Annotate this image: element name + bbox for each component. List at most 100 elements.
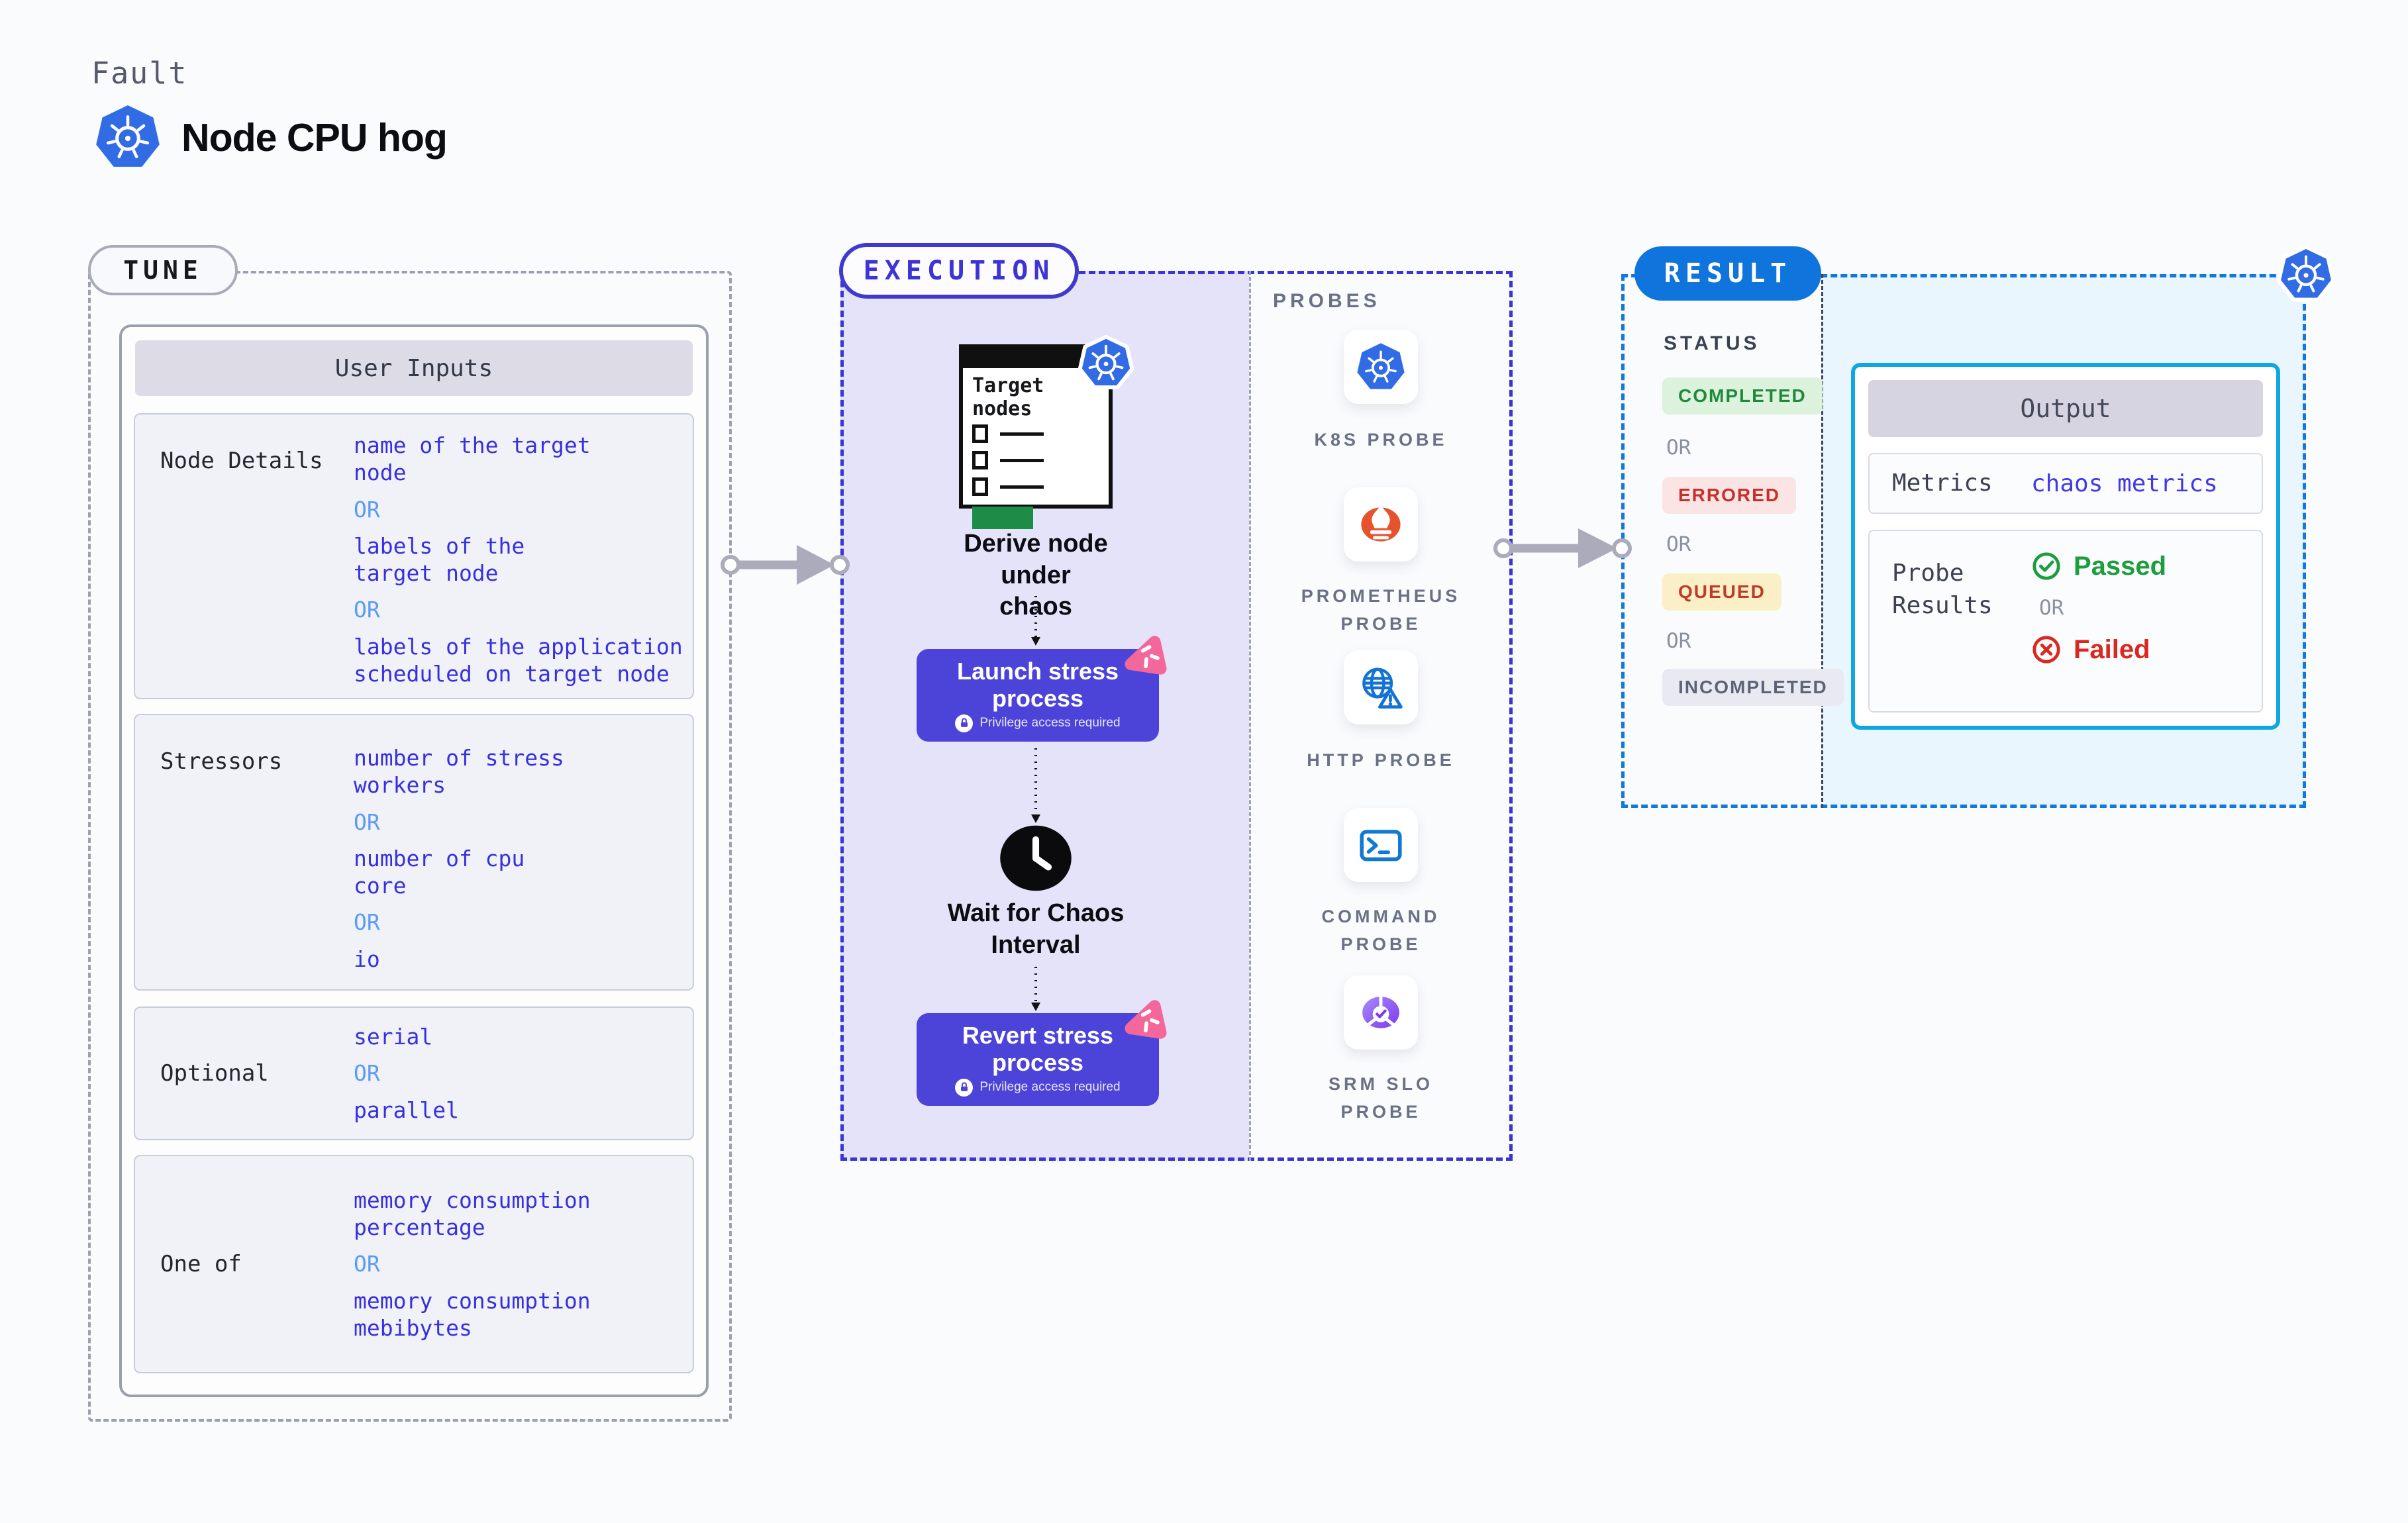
execution-badge: EXECUTION (839, 243, 1079, 299)
prometheus-icon (1354, 498, 1407, 551)
or-separator: OR (2039, 596, 2064, 620)
probe-results-row: Probe Results Passed OR Failed (1868, 530, 2263, 712)
line-icon (1000, 485, 1044, 489)
tune-panel (88, 271, 732, 1422)
or-separator: OR (354, 597, 380, 623)
chaos-marker-icon (1122, 634, 1170, 682)
probe-label: K8S PROBE (1314, 430, 1448, 450)
probe-label: PROMETHEUS PROBE (1301, 586, 1461, 634)
tune-row-label: One of (160, 1251, 242, 1277)
dotted-arrow-down (1031, 748, 1040, 823)
status-title: STATUS (1664, 332, 1760, 354)
tune-row-label: Optional (160, 1060, 269, 1087)
failed-line: Failed (2031, 634, 2166, 665)
doc-checklist-row (972, 424, 1109, 443)
user-inputs-header: User Inputs (135, 340, 693, 396)
doc-green-button (972, 507, 1033, 529)
page-title: Node CPU hog (181, 116, 448, 160)
tune-value: serial (354, 1024, 433, 1050)
tune-row-values: number of stress workers OR number of cp… (354, 715, 693, 989)
launch-stress-process-step: Launch stress process Privilege access r… (917, 649, 1159, 742)
chaos-marker-icon (1122, 999, 1170, 1046)
tune-row-values: serial OR parallel (354, 1008, 693, 1139)
or-separator: OR (354, 1251, 380, 1277)
flow-arrow-tune-to-execution (721, 545, 850, 585)
tune-row-node-details: Node Details name of the target node OR … (134, 413, 694, 699)
probe-results-label: Probe Results (1892, 560, 1993, 619)
srm-slo-probe-card (1344, 975, 1418, 1050)
privilege-text: Privilege access required (979, 716, 1121, 730)
tune-row-label: Stressors (160, 748, 283, 775)
or-separator: OR (1666, 436, 1691, 460)
checkbox-icon (972, 451, 988, 469)
result-badge: RESULT (1634, 246, 1821, 301)
result-separator (1821, 274, 1823, 808)
line-icon (1000, 458, 1044, 462)
passed-text: Passed (2074, 551, 2167, 581)
tune-value: memory consumption percentage (354, 1187, 591, 1241)
tune-value: number of stress workers (354, 745, 564, 799)
checkbox-icon (972, 477, 988, 496)
derive-node-caption: Derive node under chaos (964, 530, 1108, 620)
status-badge-incompleted: INCOMPLETED (1662, 669, 1844, 706)
kubernetes-badge-icon (2277, 245, 2335, 303)
tune-value: memory consumption mebibytes (354, 1287, 591, 1341)
probe-label: HTTP PROBE (1307, 750, 1455, 770)
dotted-arrow-down (1031, 596, 1040, 646)
wait-chaos-caption: Wait for Chaos Interval (947, 899, 1125, 959)
metrics-value: chaos metrics (2031, 469, 2218, 497)
tune-row-one-of: One of memory consumption percentage OR … (134, 1155, 694, 1373)
revert-stress-process-step: Revert stress process Privilege access r… (917, 1013, 1159, 1106)
kubernetes-icon (94, 103, 162, 171)
tune-value: io (354, 946, 380, 972)
lock-icon (955, 714, 974, 732)
prometheus-probe-card (1344, 487, 1418, 562)
status-badge-queued: QUEUED (1662, 573, 1781, 611)
tune-value: parallel (354, 1097, 459, 1123)
passed-line: Passed (2031, 551, 2166, 581)
command-icon (1354, 818, 1407, 871)
srm-slo-icon (1354, 985, 1408, 1040)
clock-icon (999, 824, 1073, 893)
command-probe-card (1344, 808, 1418, 882)
k8s-probe-card (1344, 330, 1418, 404)
probe-label: COMMAND PROBE (1321, 907, 1440, 954)
tune-value: number of cpu core (354, 845, 525, 899)
tune-badge: TUNE (88, 245, 238, 295)
line-icon (1000, 432, 1044, 436)
failed-text: Failed (2074, 634, 2150, 664)
flow-arrow-execution-to-result (1493, 528, 1632, 568)
status-badge-completed: COMPLETED (1662, 377, 1823, 415)
doc-checklist-row (972, 451, 1109, 469)
probes-title: PROBES (1273, 290, 1381, 312)
output-header: Output (1868, 380, 2263, 437)
output-card: Output Metrics chaos metrics Probe Resul… (1851, 363, 2280, 730)
x-circle-icon (2031, 634, 2062, 665)
k8s-icon (1356, 342, 1406, 392)
metrics-row: Metrics chaos metrics (1868, 453, 2263, 514)
or-separator: OR (354, 496, 380, 522)
tune-value: labels of the application scheduled on t… (354, 633, 683, 687)
step-title: Launch stress process (956, 658, 1119, 712)
privilege-note: Privilege access required (955, 1078, 1121, 1097)
metrics-label: Metrics (1892, 469, 1993, 497)
doc-checklist-row (972, 477, 1109, 496)
step-title: Revert stress process (962, 1022, 1114, 1076)
or-separator: OR (1666, 532, 1691, 556)
or-separator: OR (354, 909, 380, 936)
tune-row-optional: Optional serial OR parallel (134, 1007, 694, 1140)
or-separator: OR (1666, 629, 1691, 653)
tune-row-values: name of the target node OR labels of the… (354, 415, 693, 698)
http-probe-card (1344, 650, 1418, 724)
tune-row-values: memory consumption percentage OR memory … (354, 1156, 693, 1372)
or-separator: OR (354, 809, 380, 835)
tune-value: labels of the target node (354, 532, 525, 586)
fault-eyebrow: Fault (91, 56, 188, 91)
lock-icon (955, 1078, 974, 1097)
tune-row-stressors: Stressors number of stress workers OR nu… (134, 714, 694, 991)
checkbox-icon (972, 424, 988, 443)
kubernetes-badge-icon (1078, 335, 1134, 391)
dotted-arrow-down (1031, 967, 1040, 1011)
http-icon (1354, 661, 1407, 714)
